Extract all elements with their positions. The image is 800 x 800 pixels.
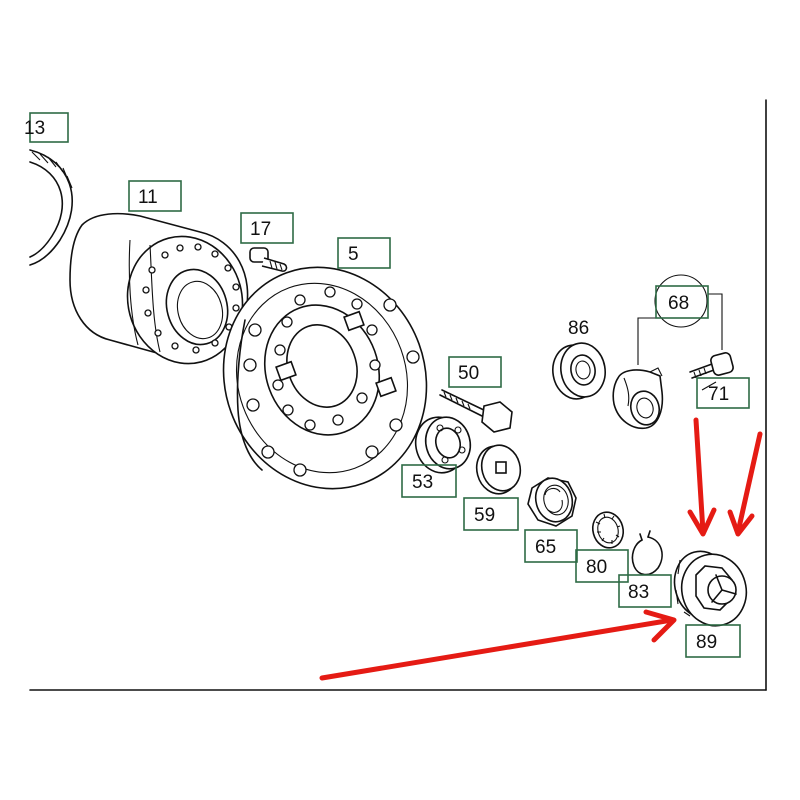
callout-86: 86 bbox=[568, 318, 589, 339]
callout-80: 80 bbox=[575, 549, 629, 583]
callout-17-label: 17 bbox=[250, 219, 271, 240]
callout-71: 71 bbox=[696, 377, 750, 409]
part-hub-cylinder bbox=[69, 212, 249, 365]
callout-65: 65 bbox=[524, 529, 578, 563]
part-hex-nut bbox=[527, 477, 577, 527]
callout-5: 5 bbox=[337, 237, 391, 269]
callout-68: 68 bbox=[654, 274, 709, 328]
part-bearing-ring bbox=[29, 149, 74, 266]
leader-lines bbox=[637, 293, 723, 391]
callout-80-label: 80 bbox=[586, 557, 607, 578]
diagram-frame bbox=[29, 99, 767, 691]
part-toothed-ring bbox=[591, 511, 625, 549]
callout-65-label: 65 bbox=[535, 537, 556, 558]
flange-bolt-holes bbox=[272, 286, 381, 431]
part-washer bbox=[475, 444, 522, 495]
part-small-bolt bbox=[249, 247, 288, 272]
part-circlip bbox=[631, 530, 663, 576]
callout-50-label: 50 bbox=[458, 363, 479, 384]
callout-53-label: 53 bbox=[412, 472, 433, 493]
callout-71-label: 71 bbox=[708, 384, 729, 405]
part-long-bolt bbox=[439, 389, 513, 433]
callout-11-label: 11 bbox=[138, 187, 158, 208]
callout-86-label: 86 bbox=[568, 318, 589, 339]
callout-59: 59 bbox=[463, 497, 519, 531]
callout-11: 11 bbox=[128, 180, 182, 212]
callout-53: 53 bbox=[401, 464, 457, 498]
callout-5-label: 5 bbox=[348, 244, 359, 265]
part-clamp bbox=[612, 367, 664, 429]
callout-83: 83 bbox=[618, 574, 672, 608]
callout-89-label: 89 bbox=[696, 632, 717, 653]
part-bearing bbox=[414, 416, 472, 474]
callout-13: 13 bbox=[24, 112, 69, 143]
callout-13-label: 13 bbox=[24, 118, 45, 139]
part-seal-ring bbox=[552, 342, 606, 400]
red-arrow-bottom-left bbox=[319, 609, 677, 681]
part-hub-cap bbox=[673, 550, 748, 627]
callout-83-label: 83 bbox=[628, 582, 649, 603]
hub-bolt-holes bbox=[142, 243, 240, 354]
flange-outer-holes bbox=[243, 298, 420, 477]
callout-17: 17 bbox=[240, 212, 294, 244]
callout-50: 50 bbox=[448, 356, 502, 388]
callout-89: 89 bbox=[685, 624, 741, 658]
callout-59-label: 59 bbox=[474, 505, 495, 526]
callout-68-label: 68 bbox=[668, 293, 689, 314]
part-small-screw bbox=[689, 352, 734, 379]
red-arrow-vertical bbox=[687, 417, 717, 537]
red-arrow-diagonal bbox=[727, 431, 763, 537]
part-flange-disc bbox=[222, 266, 428, 490]
